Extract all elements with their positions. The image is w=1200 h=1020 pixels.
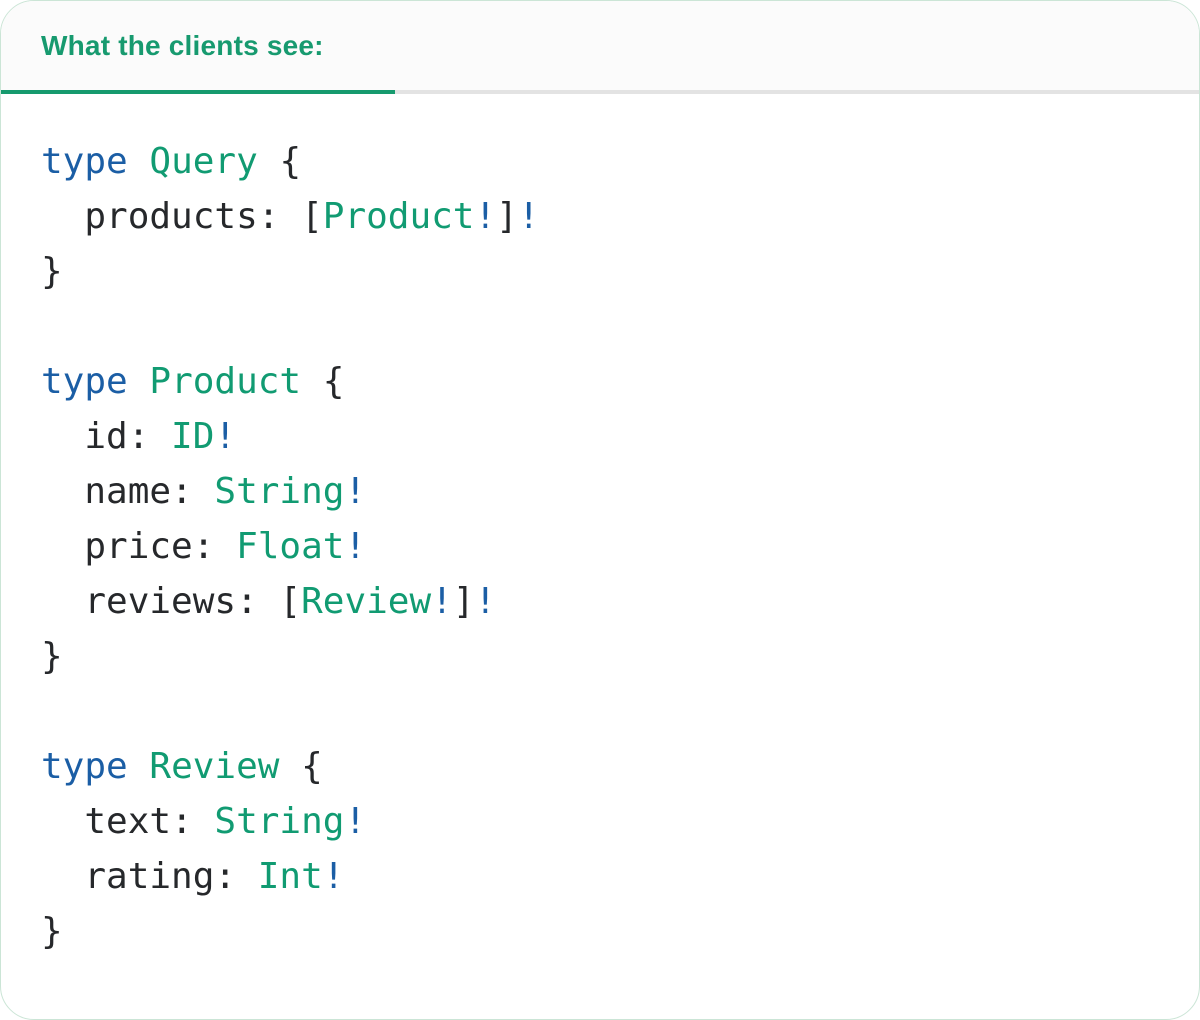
code-token-kw: type bbox=[41, 746, 128, 787]
code-line: name: String! bbox=[41, 464, 1159, 519]
code-token-bang: ! bbox=[344, 526, 367, 567]
code-line: price: Float! bbox=[41, 519, 1159, 574]
code-token-plain: { bbox=[301, 361, 345, 402]
code-token-plain: text: bbox=[41, 801, 215, 842]
code-token-plain bbox=[128, 361, 150, 402]
code-line bbox=[41, 684, 1159, 739]
code-token-plain: } bbox=[41, 911, 63, 952]
code-line bbox=[41, 299, 1159, 354]
code-token-type: Review bbox=[149, 746, 280, 787]
code-token-plain: price: bbox=[41, 526, 237, 567]
code-token-bang: ! bbox=[431, 581, 453, 622]
code-token-kw: type bbox=[41, 361, 128, 402]
code-line: type Query { bbox=[41, 134, 1159, 189]
code-token-bang: ! bbox=[344, 471, 367, 512]
code-line: text: String! bbox=[41, 794, 1159, 849]
code-token-kw: type bbox=[41, 141, 128, 182]
code-token-type: Query bbox=[149, 141, 258, 182]
tab-bar: What the clients see: bbox=[1, 1, 1199, 94]
code-token-plain: { bbox=[279, 746, 323, 787]
code-token-bang: ! bbox=[517, 196, 540, 237]
code-token-plain bbox=[128, 141, 150, 182]
code-line: rating: Int! bbox=[41, 849, 1159, 904]
code-token-bang: ! bbox=[474, 581, 497, 622]
code-token-plain: } bbox=[41, 251, 63, 292]
tab-label: What the clients see: bbox=[41, 29, 324, 61]
code-token-plain: products: [ bbox=[41, 196, 323, 237]
code-line: } bbox=[41, 244, 1159, 299]
code-token-type: Float bbox=[236, 526, 345, 567]
code-token-type: ID bbox=[171, 416, 215, 457]
code-token-plain: ] bbox=[452, 581, 475, 622]
code-token-plain: { bbox=[257, 141, 302, 182]
code-token-bang: ! bbox=[344, 801, 367, 842]
code-line: } bbox=[41, 904, 1159, 959]
code-token-type: String bbox=[214, 471, 345, 512]
code-token-plain: ] bbox=[496, 196, 518, 237]
code-token-bang: ! bbox=[322, 856, 345, 897]
code-token-bang: ! bbox=[474, 196, 497, 237]
code-token-plain: rating: bbox=[41, 856, 258, 897]
code-token-type: Product bbox=[322, 196, 475, 237]
code-token-type: String bbox=[214, 801, 345, 842]
code-line: type Product { bbox=[41, 354, 1159, 409]
code-token-type: Int bbox=[257, 856, 323, 897]
code-token-type: Product bbox=[149, 361, 302, 402]
code-token-plain: id: bbox=[41, 416, 172, 457]
code-block: type Query { products: [Product!]!} type… bbox=[1, 94, 1199, 959]
code-line: products: [Product!]! bbox=[41, 189, 1159, 244]
code-token-type: Review bbox=[301, 581, 432, 622]
code-line: reviews: [Review!]! bbox=[41, 574, 1159, 629]
tab-clients-view[interactable]: What the clients see: bbox=[1, 1, 395, 94]
code-line: } bbox=[41, 629, 1159, 684]
active-tab-underline bbox=[1, 90, 395, 94]
code-line: type Review { bbox=[41, 739, 1159, 794]
code-line: id: ID! bbox=[41, 409, 1159, 464]
code-token-plain: name: bbox=[41, 471, 215, 512]
code-token-bang: ! bbox=[214, 416, 237, 457]
code-token-plain: } bbox=[41, 636, 63, 677]
code-token-plain bbox=[128, 746, 150, 787]
code-token-plain: reviews: [ bbox=[41, 581, 302, 622]
